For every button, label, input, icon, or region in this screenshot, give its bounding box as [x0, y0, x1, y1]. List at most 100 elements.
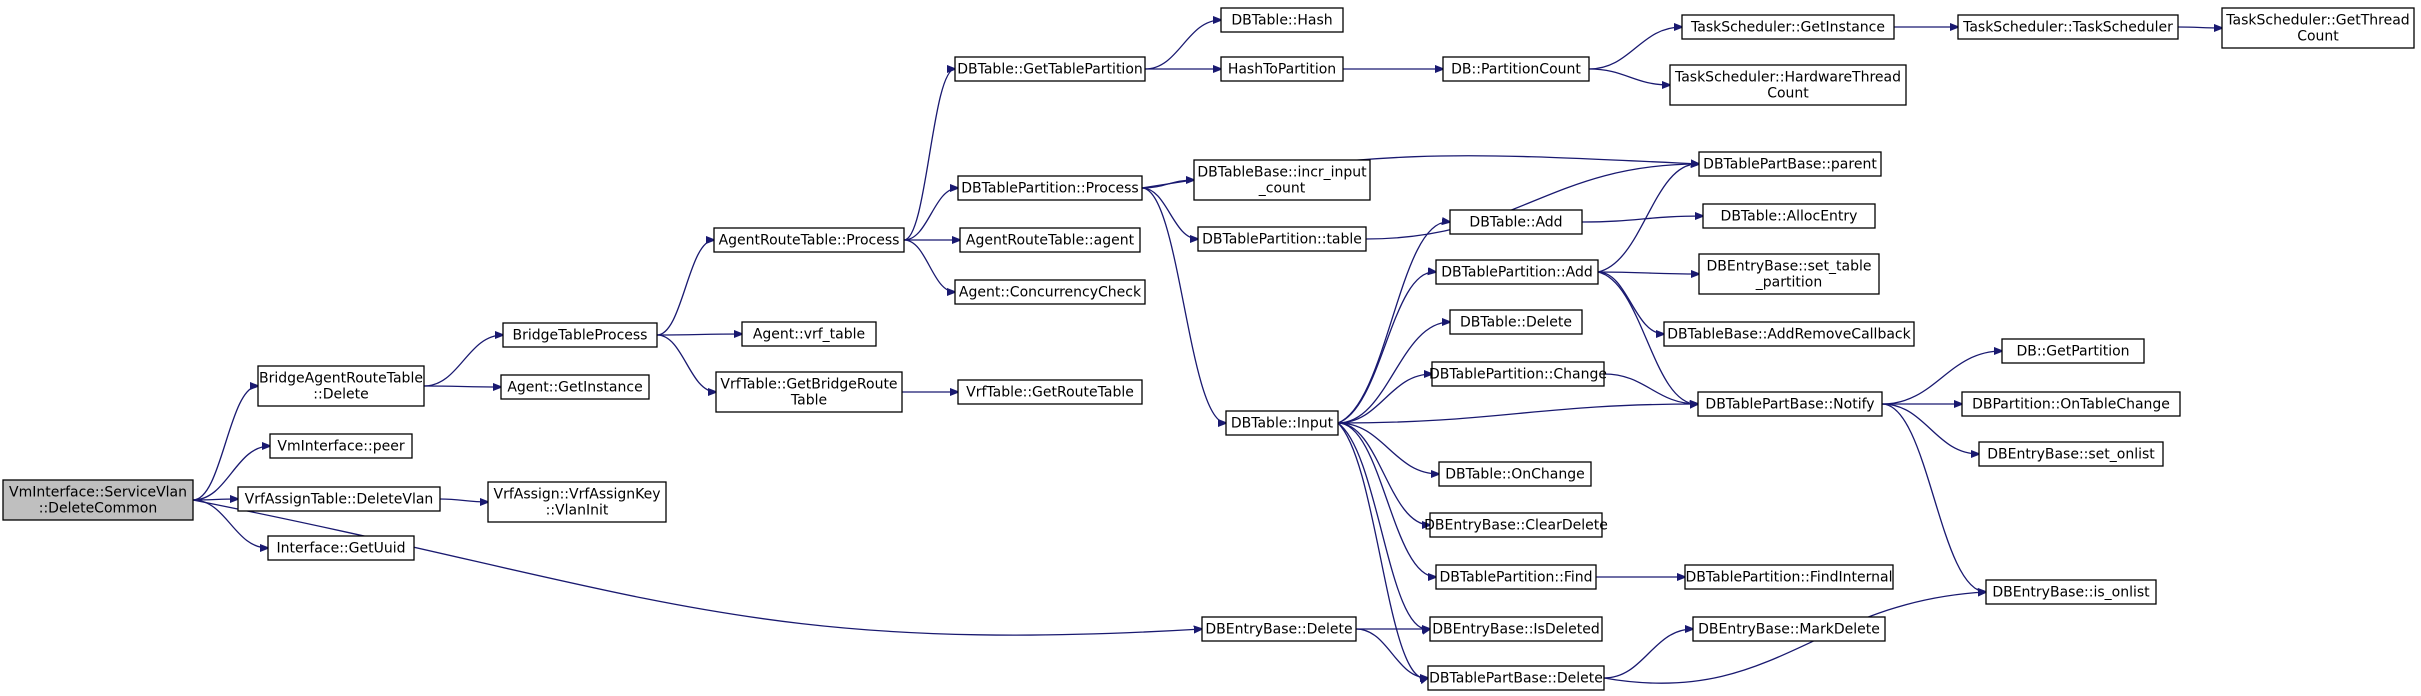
node-dbtablebase-incr-input-count[interactable]: DBTableBase::incr_input_count: [1193, 159, 1371, 201]
node-vrfassigntable-deletevlan[interactable]: VrfAssignTable::DeleteVlan: [237, 486, 441, 512]
node-db-partitioncount[interactable]: DB::PartitionCount: [1442, 56, 1590, 82]
node-vrftable-getroutetable[interactable]: VrfTable::GetRouteTable: [957, 379, 1143, 405]
node-dbtable-allocentry[interactable]: DBTable::AllocEntry: [1702, 203, 1876, 229]
node-dbtable-onchange[interactable]: DBTable::OnChange: [1438, 461, 1592, 487]
node-box[interactable]: [954, 279, 1146, 305]
node-box[interactable]: [1697, 391, 1883, 417]
node-box[interactable]: [237, 486, 441, 512]
node-box[interactable]: [267, 535, 415, 561]
node-dbtablebase-addremovecallback[interactable]: DBTableBase::AddRemoveCallback: [1663, 321, 1915, 347]
node-agent-vrf-table[interactable]: Agent::vrf_table: [741, 321, 877, 347]
node-hashtopartition[interactable]: HashToPartition: [1220, 56, 1344, 82]
node-box[interactable]: [1435, 564, 1597, 590]
node-dbentrybase-isdeleted[interactable]: DBEntryBase::IsDeleted: [1429, 616, 1603, 642]
node-label: DBEntryBase::IsDeleted: [1432, 622, 1599, 638]
node-dbtablepartition-find[interactable]: DBTablePartition::Find: [1435, 564, 1597, 590]
node-box[interactable]: [502, 322, 658, 348]
node-taskscheduler-getinstance[interactable]: TaskScheduler::GetInstance: [1681, 14, 1895, 40]
node-dbtablepartbase-parent[interactable]: DBTablePartBase::parent: [1698, 151, 1882, 177]
node-box[interactable]: [957, 175, 1143, 201]
node-box[interactable]: [2001, 338, 2145, 364]
node-box[interactable]: [1220, 7, 1344, 33]
node-box[interactable]: [1197, 226, 1367, 252]
node-dbtable-input[interactable]: DBTable::Input: [1225, 410, 1339, 436]
node-dbpartition-ontablechange[interactable]: DBPartition::OnTableChange: [1961, 391, 2181, 417]
node-box[interactable]: [269, 433, 413, 459]
node-dbtable-hash[interactable]: DBTable::Hash: [1220, 7, 1344, 33]
node-dbtable-gettablepartition[interactable]: DBTable::GetTablePartition: [954, 56, 1146, 82]
node-dbtablepartition-change[interactable]: DBTablePartition::Change: [1429, 361, 1607, 387]
node-box[interactable]: [1438, 461, 1592, 487]
node-box[interactable]: [1681, 14, 1895, 40]
node-dbentrybase-cleardelete[interactable]: DBEntryBase::ClearDelete: [1424, 512, 1608, 538]
node-agentroutetable-agent[interactable]: AgentRouteTable::agent: [959, 227, 1141, 253]
node-vrfassign-vrfassignkey-vlaninit[interactable]: VrfAssign::VrfAssignKey::VlanInit: [487, 481, 667, 523]
node-box[interactable]: [1429, 512, 1603, 538]
node-agent-getinstance[interactable]: Agent::GetInstance: [500, 374, 650, 400]
node-agent-concurrencycheck[interactable]: Agent::ConcurrencyCheck: [954, 279, 1146, 305]
node-box[interactable]: [1449, 209, 1583, 235]
node-box[interactable]: [1201, 616, 1357, 642]
node-box[interactable]: [1684, 564, 1894, 590]
node-box[interactable]: [257, 365, 425, 407]
node-box[interactable]: [1431, 361, 1605, 387]
node-box[interactable]: [1225, 410, 1339, 436]
node-dbtablepartition-add[interactable]: DBTablePartition::Add: [1435, 259, 1599, 285]
node-vminterface-peer[interactable]: VmInterface::peer: [269, 433, 413, 459]
node-label: DBTable::OnChange: [1445, 467, 1585, 483]
node-box[interactable]: [1978, 441, 2164, 467]
node-bridgetableprocess[interactable]: BridgeTableProcess: [502, 322, 658, 348]
node-dbentrybase-markdelete[interactable]: DBEntryBase::MarkDelete: [1692, 616, 1886, 642]
node-dbentrybase-set-onlist[interactable]: DBEntryBase::set_onlist: [1978, 441, 2164, 467]
node-box[interactable]: [1985, 579, 2157, 605]
node-box[interactable]: [741, 321, 877, 347]
node-box[interactable]: [1957, 14, 2179, 40]
node-dbtablepartbase-notify[interactable]: DBTablePartBase::Notify: [1697, 391, 1883, 417]
node-box[interactable]: [2, 479, 194, 521]
node-box[interactable]: [1669, 64, 1907, 106]
node-box[interactable]: [1702, 203, 1876, 229]
node-box[interactable]: [1692, 616, 1886, 642]
node-box[interactable]: [487, 481, 667, 523]
node-taskscheduler-taskscheduler[interactable]: TaskScheduler::TaskScheduler: [1957, 14, 2179, 40]
node-dbentrybase-is-onlist[interactable]: DBEntryBase::is_onlist: [1985, 579, 2157, 605]
node-box[interactable]: [959, 227, 1141, 253]
node-dbentrybase-set-table-partition[interactable]: DBEntryBase::set_table_partition: [1698, 253, 1880, 295]
node-box[interactable]: [715, 371, 903, 413]
node-box[interactable]: [1698, 253, 1880, 295]
node-box[interactable]: [1442, 56, 1590, 82]
edge-n38-n42: [1881, 351, 2002, 405]
node-vminterface-servicevlan-deletecommon[interactable]: VmInterface::ServiceVlan::DeleteCommon: [2, 479, 194, 521]
node-box[interactable]: [1698, 151, 1882, 177]
node-dbtablepartition-table[interactable]: DBTablePartition::table: [1197, 226, 1367, 252]
node-agentroutetable-process[interactable]: AgentRouteTable::Process: [713, 227, 905, 253]
node-box[interactable]: [1193, 159, 1371, 201]
node-box[interactable]: [1435, 259, 1599, 285]
node-dbtablepartbase-delete[interactable]: DBTablePartBase::Delete: [1427, 665, 1605, 691]
node-bridgeagentroutetable-delete[interactable]: BridgeAgentRouteTable::Delete: [257, 365, 425, 407]
node-dbentrybase-delete[interactable]: DBEntryBase::Delete: [1201, 616, 1357, 642]
node-box[interactable]: [2221, 7, 2415, 49]
node-box[interactable]: [1427, 665, 1605, 691]
node-box[interactable]: [1429, 616, 1603, 642]
node-box[interactable]: [957, 379, 1143, 405]
node-dbtable-add[interactable]: DBTable::Add: [1449, 209, 1583, 235]
node-box[interactable]: [1663, 321, 1915, 347]
node-dbtablepartition-process[interactable]: DBTablePartition::Process: [957, 175, 1143, 201]
node-dbtablepartition-findinternal[interactable]: DBTablePartition::FindInternal: [1684, 564, 1894, 590]
node-interface-getuuid[interactable]: Interface::GetUuid: [267, 535, 415, 561]
node-box[interactable]: [1449, 309, 1583, 335]
node-label: TaskScheduler::GetInstance: [1690, 20, 1885, 36]
node-label: TaskScheduler::HardwareThread: [1674, 70, 1901, 86]
node-box[interactable]: [500, 374, 650, 400]
node-dbtable-delete[interactable]: DBTable::Delete: [1449, 309, 1583, 335]
node-db-getpartition[interactable]: DB::GetPartition: [2001, 338, 2145, 364]
node-box[interactable]: [713, 227, 905, 253]
node-box[interactable]: [954, 56, 1146, 82]
node-box[interactable]: [1220, 56, 1344, 82]
node-box[interactable]: [1961, 391, 2181, 417]
